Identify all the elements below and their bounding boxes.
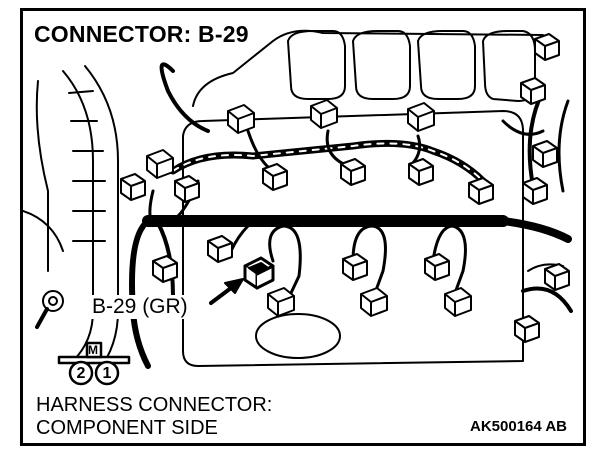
caption: HARNESS CONNECTOR: COMPONENT SIDE xyxy=(36,394,272,440)
caption-line-2: COMPONENT SIDE xyxy=(36,417,218,439)
diagram-frame: CONNECTOR: B-29 B-29 (GR) M 2 1 HARNESS … xyxy=(20,8,586,446)
connector-tab-label: M xyxy=(88,343,98,357)
left-frame-edge xyxy=(35,80,49,272)
b29-connector xyxy=(243,256,275,290)
caption-line-1: HARNESS CONNECTOR: xyxy=(36,394,273,416)
harness-branch-left xyxy=(129,218,151,369)
left-frame-edge-inner xyxy=(23,210,64,252)
harness-branch-left-2 xyxy=(156,221,175,298)
lower-opening xyxy=(255,313,341,359)
intake-runners xyxy=(287,30,536,102)
harness-right xyxy=(499,217,572,243)
connector-blocks xyxy=(120,33,570,343)
connector-callout-label: B-29 (GR) xyxy=(89,295,191,319)
engine-harness-illustration xyxy=(23,29,573,386)
reference-code: AK500164 AB xyxy=(470,418,567,435)
head-cover xyxy=(182,110,524,367)
left-hose xyxy=(62,65,119,372)
connector-face xyxy=(57,341,131,386)
diagram-title: CONNECTOR: B-29 xyxy=(32,21,255,49)
callout-arrow-head xyxy=(224,278,244,294)
connector-pin-2: 2 xyxy=(76,365,86,382)
ground-terminal xyxy=(35,290,64,329)
connector-pin-1: 1 xyxy=(102,365,112,382)
